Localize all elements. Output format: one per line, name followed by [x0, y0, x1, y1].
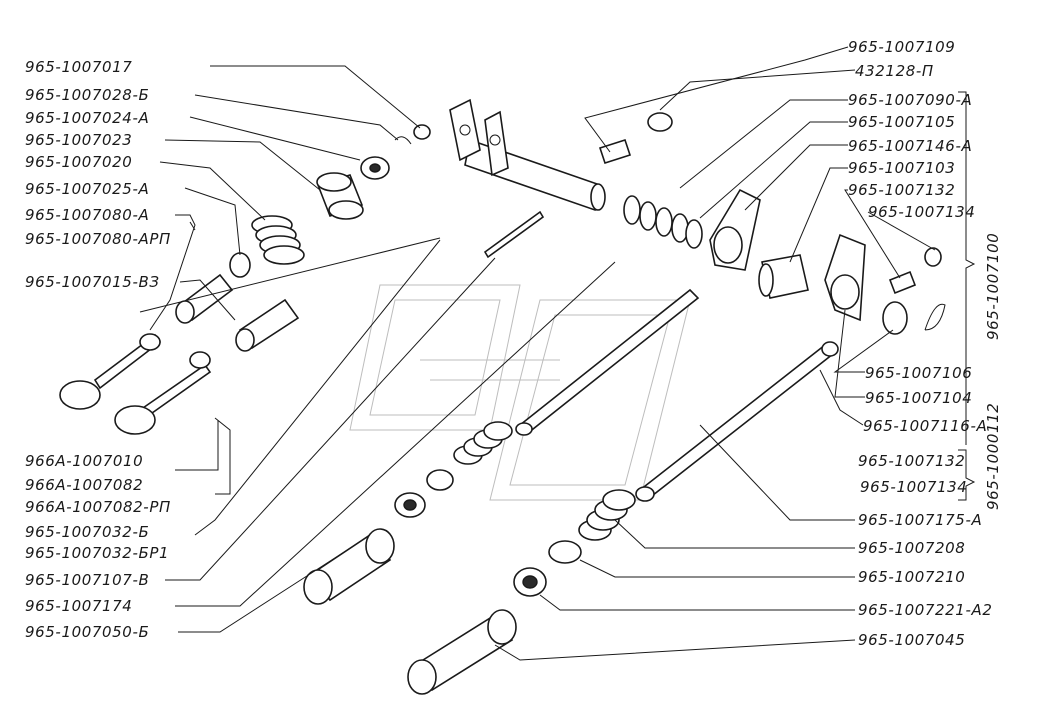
spacer-part	[758, 254, 809, 299]
labels-right-top: 965-1007109 432128-П 965-1007090-А 965-1…	[848, 38, 975, 221]
stud-part	[483, 210, 545, 259]
label-965-1007109: 965-1007109	[848, 38, 955, 56]
labels-right-mid: 965-1007106 965-1007104 965-1007116-А 96…	[858, 364, 987, 496]
label-965-1007175-a: 965-1007175-А	[858, 511, 982, 529]
adjust-screw-part	[888, 270, 917, 295]
label-965-1007208: 965-1007208	[858, 539, 965, 557]
nut-part	[413, 124, 431, 140]
tappet-upper	[303, 528, 395, 605]
rocker-arm-1	[709, 188, 761, 271]
label-965-1007174: 965-1007174	[25, 597, 132, 615]
label-965-1007023: 965-1007023	[25, 131, 132, 149]
label-432128-p: 432128-П	[855, 62, 934, 80]
labels-left: 965-1007017 965-1007028-Б 965-1007024-А …	[25, 58, 171, 291]
label-assembly-965-1007100: 965-1007100	[984, 233, 1002, 340]
label-965-1007090-a: 965-1007090-А	[848, 91, 972, 109]
label-965-1007103: 965-1007103	[848, 159, 955, 177]
label-965-1007134-top: 965-1007134	[868, 203, 975, 221]
sleeve-part	[316, 172, 364, 220]
valve-guide-1	[175, 273, 234, 324]
label-965-1007020: 965-1007020	[25, 153, 132, 171]
pushrod-upper	[515, 288, 700, 436]
adjust-nut-part	[924, 247, 942, 267]
parts-drawing	[59, 98, 946, 695]
spring-middle	[453, 421, 513, 465]
washer-part	[229, 252, 251, 278]
label-965-1007105: 965-1007105	[848, 113, 955, 131]
label-965-1007134-mid: 965-1007134	[860, 478, 967, 496]
rocker-arm-2	[824, 233, 866, 322]
label-965-1007132-mid: 965-1007132	[858, 452, 965, 470]
label-assembly-965-1000112: 965-1000112	[984, 403, 1002, 510]
label-965-1007146-a: 965-1007146-А	[848, 137, 972, 155]
watermark-logo	[349, 284, 691, 501]
bushing-part	[360, 156, 390, 180]
label-965-1007107-v: 965-1007107-В	[25, 571, 149, 589]
label-966a-1007082-rp: 966А-1007082-РП	[25, 498, 171, 516]
label-965-1007050-b: 965-1007050-Б	[25, 623, 149, 641]
label-965-1007116-a: 965-1007116-А	[863, 417, 987, 435]
label-965-1007080-arp: 965-1007080-АРП	[25, 230, 171, 248]
label-965-1007032-br1: 965-1007032-БР1	[25, 544, 169, 562]
pushrod-lower	[635, 341, 839, 502]
label-965-1007015-vz: 965-1007015-ВЗ	[25, 273, 160, 291]
label-965-1007025-a: 965-1007025-А	[25, 180, 149, 198]
tappet-lower	[407, 609, 517, 695]
label-965-1007032-b: 965-1007032-Б	[25, 523, 149, 541]
assembly-labels: 965-1007100 965-1000112	[984, 233, 1002, 510]
label-966a-1007082: 966А-1007082	[25, 476, 143, 494]
cap-part	[647, 112, 673, 132]
label-965-1007132-top: 965-1007132	[848, 181, 955, 199]
spring-rocker	[623, 195, 703, 249]
clip-part	[394, 136, 412, 145]
label-965-1007028-b: 965-1007028-Б	[25, 86, 149, 104]
leader-lines	[139, 46, 976, 661]
spring-clip-part	[924, 303, 946, 331]
spring-upper-left	[251, 215, 305, 265]
ring-part	[882, 301, 908, 335]
label-965-1007106: 965-1007106	[865, 364, 972, 382]
spring-lower	[578, 489, 636, 541]
label-965-1007221-a2: 965-1007221-А2	[858, 601, 992, 619]
label-965-1007045: 965-1007045	[858, 631, 965, 649]
label-965-1007024-a: 965-1007024-А	[25, 109, 149, 127]
label-965-1007104: 965-1007104	[865, 389, 972, 407]
lower-washer-part	[548, 540, 582, 564]
rocker-shaft	[449, 98, 606, 212]
label-966a-1007010: 966А-1007010	[25, 452, 143, 470]
valve-guide-2	[235, 298, 300, 352]
cup-part	[426, 469, 454, 491]
lower-seal-part	[513, 567, 547, 597]
labels-right-bottom: 965-1007175-А 965-1007208 965-1007210 96…	[858, 511, 992, 649]
valve-2	[114, 351, 212, 435]
label-965-1007210: 965-1007210	[858, 568, 965, 586]
labels-left-bottom: 966А-1007010 966А-1007082 966А-1007082-Р…	[25, 452, 171, 641]
seal-part	[394, 492, 426, 518]
label-965-1007080-a: 965-1007080-А	[25, 206, 149, 224]
plate-part	[598, 138, 632, 165]
label-965-1007017: 965-1007017	[25, 58, 132, 76]
valve-1	[59, 333, 162, 410]
